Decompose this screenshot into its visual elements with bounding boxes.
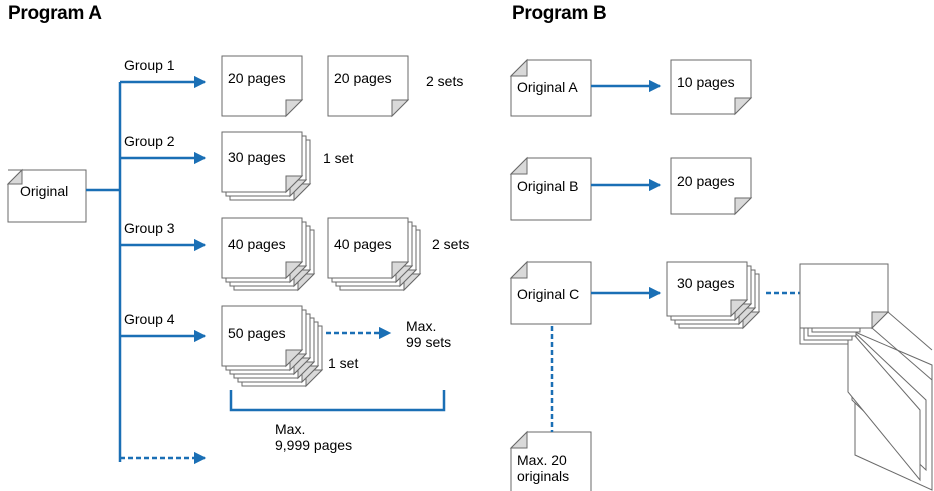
group-2-label: Group 2 (124, 133, 175, 149)
max-sets-line-1: Max. (406, 318, 437, 334)
original-b-label: Original B (517, 178, 579, 194)
original-label: Original (20, 183, 69, 199)
program-a-title: Program A (8, 3, 102, 24)
group-4-doc-label: 50 pages (228, 325, 286, 341)
group-3-sets: 2 sets (432, 236, 470, 252)
program-b-arrows (550, 79, 800, 432)
max-sets-label: Max. 99 sets (406, 318, 451, 350)
group-1-doc-1-label: 20 pages (228, 70, 286, 86)
max-pages-label: Max. 9,999 pages (275, 421, 352, 453)
max-originals-line-2: originals (517, 468, 570, 484)
original-c-label: Original C (517, 286, 580, 302)
group-4-doc-sheet-1 (221, 305, 304, 368)
original-b-doc-label: 20 pages (677, 173, 735, 189)
group-2-doc-label: 30 pages (228, 149, 286, 165)
max-pages-line-1: Max. (275, 421, 306, 437)
group-4-label: Group 4 (124, 311, 175, 327)
group-4-sets: 1 set (328, 355, 359, 371)
group-1-doc-2-label: 20 pages (334, 70, 392, 86)
group-1-sets: 2 sets (426, 73, 464, 89)
page-fan-illustration (799, 263, 933, 491)
group-1-doc-1-sheet-1 (221, 55, 304, 118)
group-2-sets: 1 set (323, 150, 354, 166)
program-b-title: Program B (512, 3, 607, 24)
original-c-document (509, 260, 592, 325)
group-1-doc-2-sheet-1 (327, 55, 410, 118)
group-3-label: Group 3 (124, 220, 175, 236)
group-1-label: Group 1 (124, 57, 175, 73)
max-pages-bracket (229, 390, 446, 412)
original-b-document (509, 156, 592, 221)
max-pages-line-2: 9,999 pages (275, 437, 353, 453)
max-sets-line-2: 99 sets (406, 334, 452, 350)
original-b-output-sheet-1 (670, 157, 753, 216)
original-a-label: Original A (517, 79, 578, 95)
group-3-doc-2-label: 40 pages (334, 236, 392, 252)
program-a-branch-lines (86, 75, 392, 465)
group-2-doc-sheet-1 (221, 131, 304, 194)
original-c-output-sheet-1 (666, 261, 749, 318)
original-document (6, 168, 87, 223)
max-originals-label: Max. 20 originals (517, 452, 569, 484)
group-3-doc-1-sheet-1 (221, 217, 304, 280)
max-originals-document (509, 430, 592, 491)
original-c-doc-label: 30 pages (677, 275, 735, 291)
group-3-doc-1-label: 40 pages (228, 236, 286, 252)
original-a-doc-label: 10 pages (677, 74, 735, 90)
group-3-doc-2-sheet-1 (327, 217, 410, 280)
original-a-output-sheet-1 (670, 59, 753, 116)
max-originals-line-1: Max. 20 (517, 452, 567, 468)
original-a-document (509, 58, 592, 117)
